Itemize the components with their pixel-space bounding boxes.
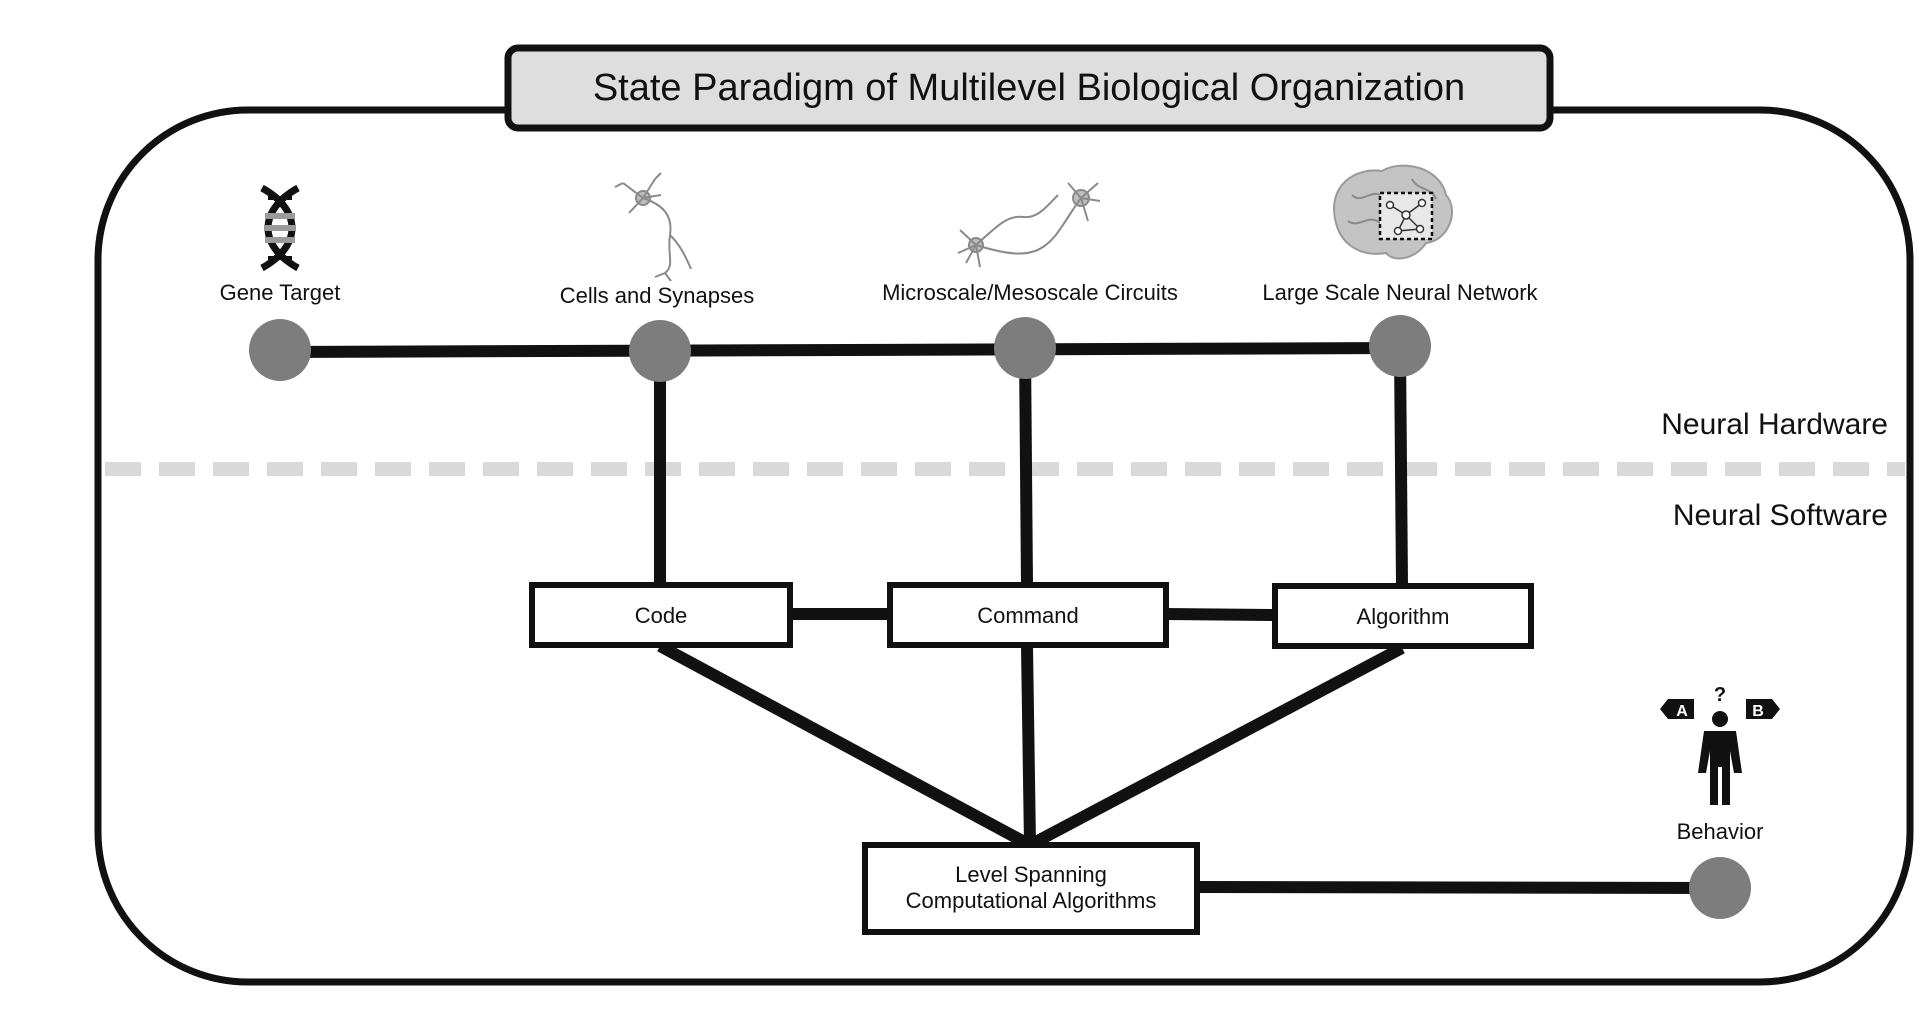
- level-connector-line: [279, 342, 1401, 358]
- connector-code-spanning: [657, 640, 1033, 851]
- choice-b-label: B: [1752, 703, 1764, 720]
- box-code: Code: [529, 582, 793, 648]
- choice-a-label: A: [1676, 703, 1688, 720]
- node-behavior: [1689, 857, 1751, 919]
- box-command: Command: [887, 582, 1169, 648]
- node-circuits: [994, 317, 1056, 379]
- title-text: State Paradigm of Multilevel Biological …: [593, 67, 1465, 109]
- box-level-spanning: Level Spanning Computational Algorithms: [862, 842, 1200, 935]
- level-label-circuits: Microscale/Mesoscale Circuits: [882, 280, 1178, 305]
- box-code-label: Code: [635, 603, 688, 628]
- spanning-line-2: Computational Algorithms: [906, 888, 1157, 913]
- question-mark: ?: [1714, 684, 1726, 706]
- connector-algorithm-spanning: [1027, 642, 1405, 851]
- connector-spanning-behavior: [1194, 881, 1721, 894]
- node-cells-synapses: [629, 320, 691, 382]
- connector-circuits-command: [1019, 349, 1033, 586]
- title-box: State Paradigm of Multilevel Biological …: [504, 44, 1554, 132]
- node-gene-target: [249, 319, 311, 381]
- neuron-icon: [614, 172, 692, 282]
- level-label-large-scale-network: Large Scale Neural Network: [1262, 280, 1538, 305]
- dna-icon: [260, 184, 300, 272]
- neural-software-label: Neural Software: [1673, 499, 1888, 532]
- behavior-label: Behavior: [1677, 819, 1764, 844]
- level-label-gene-target: Gene Target: [220, 280, 341, 305]
- box-algorithm: Algorithm: [1272, 583, 1534, 649]
- connector-command-algorithm: [1164, 608, 1276, 621]
- connector-network-algorithm: [1394, 349, 1408, 586]
- box-command-label: Command: [977, 603, 1078, 628]
- person-decision-icon: ? A B: [1660, 684, 1780, 805]
- spanning-line-1: Level Spanning: [955, 862, 1107, 887]
- box-algorithm-label: Algorithm: [1357, 604, 1450, 629]
- brain-network-icon: [1333, 164, 1453, 260]
- node-large-scale-network: [1369, 315, 1431, 377]
- neural-hardware-label: Neural Hardware: [1661, 408, 1888, 441]
- connector-command-spanning: [1021, 645, 1036, 846]
- level-label-cells-synapses: Cells and Synapses: [560, 283, 754, 308]
- neural-circuit-icon: [957, 182, 1101, 268]
